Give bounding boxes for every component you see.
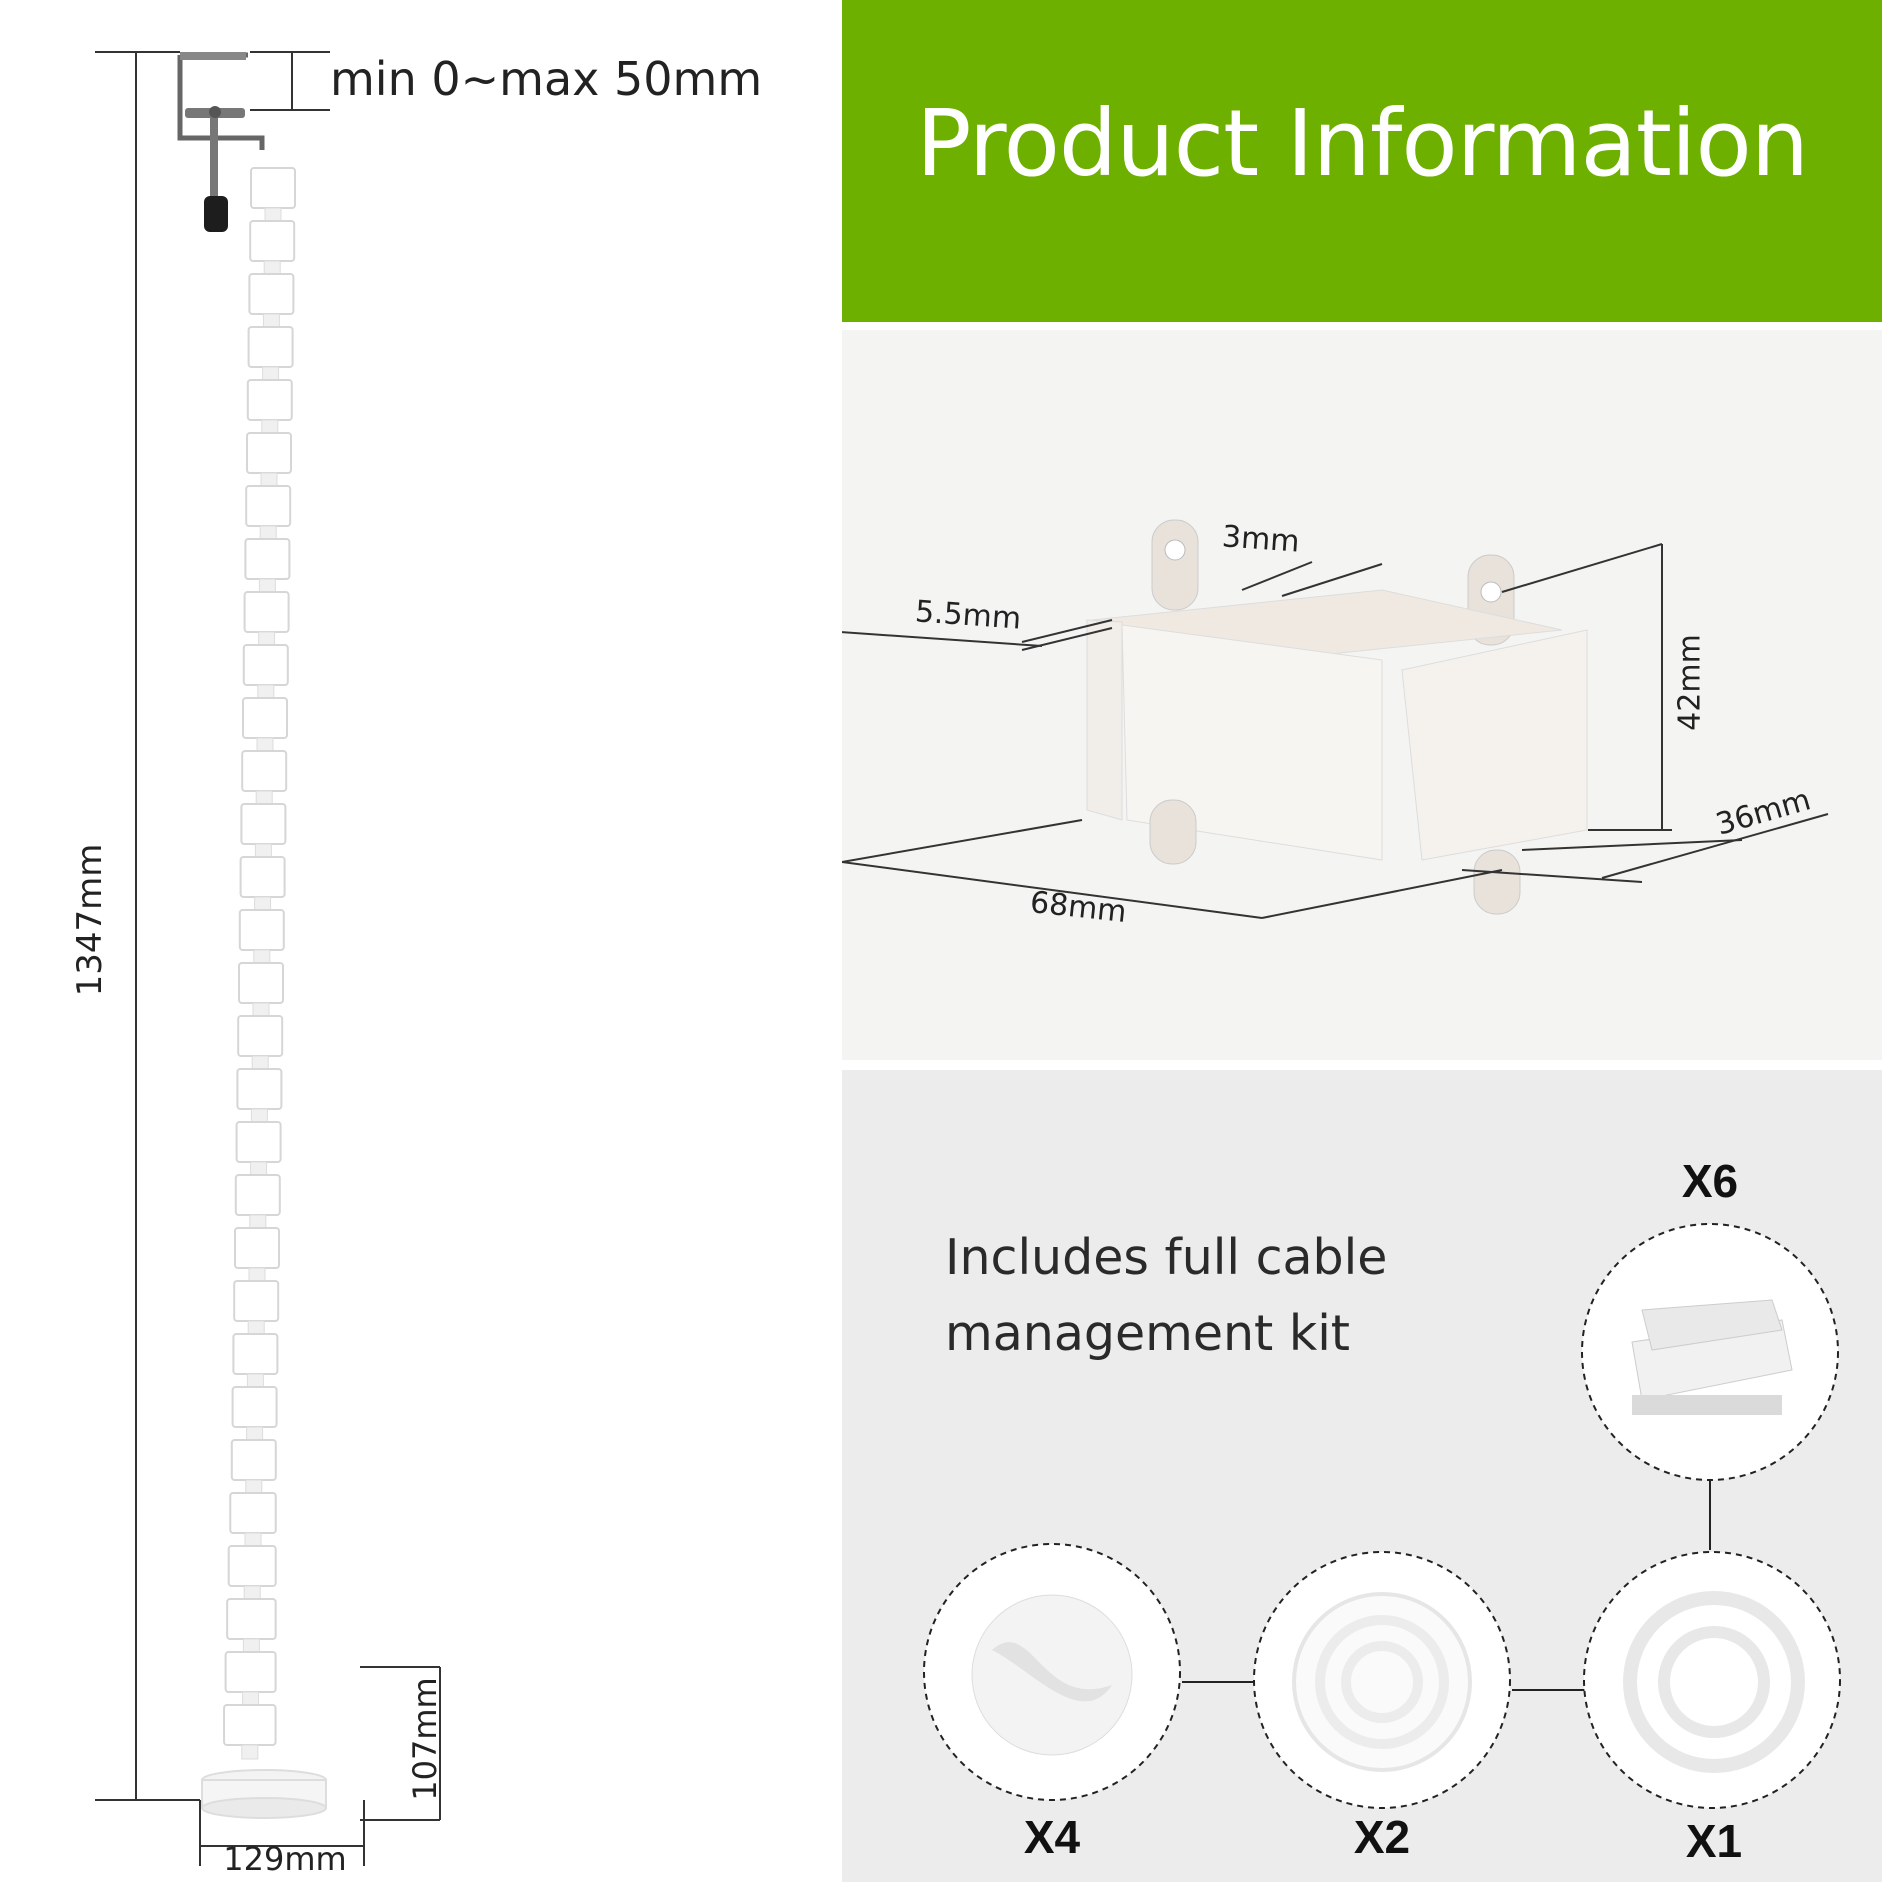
spine-segment xyxy=(232,1333,279,1375)
spine-joint xyxy=(250,1108,268,1124)
base-width-label: 129mm xyxy=(223,1840,347,1878)
kit-items-diagram xyxy=(923,1223,1841,1809)
spine-segment xyxy=(226,1598,277,1640)
clamp-range-label: min 0~max 50mm xyxy=(330,52,763,106)
vertebra-diagram xyxy=(842,519,1829,919)
quantity-holder: X4 xyxy=(1023,1811,1081,1863)
cable-clip-icon xyxy=(1581,1223,1839,1481)
spine-segment xyxy=(242,644,289,686)
spine-joint xyxy=(252,1002,270,1018)
page-title: Product Information xyxy=(915,90,1809,197)
spine-segment xyxy=(234,1227,280,1269)
spine-joint xyxy=(262,313,280,329)
spine-joint xyxy=(246,1373,264,1389)
spine-joint xyxy=(249,1214,267,1230)
spine-joint xyxy=(241,1744,259,1760)
spine-joint xyxy=(248,1267,266,1283)
spine-joint xyxy=(261,419,279,435)
spine-joint xyxy=(246,1426,264,1442)
spine-segment xyxy=(247,326,294,368)
spine-joint xyxy=(263,260,281,276)
spine-joint xyxy=(255,790,273,806)
cable-sleeve-icon xyxy=(1583,1551,1841,1809)
spine-joint xyxy=(262,366,280,382)
spine-joint xyxy=(244,1532,262,1548)
spine-segment xyxy=(231,1386,278,1428)
spine-segment xyxy=(236,1068,283,1110)
left-product-panel xyxy=(0,0,842,1882)
vertebra-piece-icon xyxy=(1086,519,1588,915)
quantity-sleeve: X1 xyxy=(1685,1815,1743,1867)
spine-segment xyxy=(224,1651,277,1693)
spine-segment xyxy=(249,220,296,262)
quantity-velcro: X2 xyxy=(1353,1811,1411,1863)
spine-segment xyxy=(248,273,295,315)
spine-segment xyxy=(246,432,292,474)
dimension-lines xyxy=(842,543,1829,919)
cable-holder-icon xyxy=(923,1543,1181,1801)
spine-segment xyxy=(246,379,293,421)
spine-segment xyxy=(229,1492,277,1534)
kit-description-line-1: Includes full cable xyxy=(945,1229,1388,1286)
spine-joint xyxy=(264,207,282,223)
thickness-top-label: 3mm xyxy=(1220,519,1301,560)
kit-description-line-2: management kit xyxy=(945,1305,1351,1362)
spine-segment xyxy=(233,1280,280,1322)
spine-segment xyxy=(227,1545,277,1587)
spine-joint xyxy=(250,1161,268,1177)
quantity-clip: X6 xyxy=(1681,1155,1739,1207)
base-height-label: 107mm xyxy=(406,1677,444,1801)
spine-segment xyxy=(223,1704,277,1746)
spine-segment xyxy=(237,1015,284,1057)
spine-segment xyxy=(241,750,288,792)
spine-joint xyxy=(260,472,278,488)
spine-segment xyxy=(250,167,296,209)
spine-vertebrae xyxy=(223,167,296,1760)
height-label: 42mm xyxy=(1672,634,1708,731)
spine-joint xyxy=(258,631,276,647)
spine-segment xyxy=(239,856,286,898)
spine-joint xyxy=(259,525,277,541)
spine-segment xyxy=(244,538,291,580)
total-height-label: 1347mm xyxy=(70,843,110,997)
spine-joint xyxy=(245,1479,263,1495)
spine-joint xyxy=(242,1638,260,1654)
kit-description: Includes full cable management kit xyxy=(945,1220,1505,1372)
velcro-strap-icon xyxy=(1253,1551,1511,1809)
spine-segment xyxy=(245,485,292,527)
spine-joint xyxy=(247,1320,265,1336)
spine-joint xyxy=(251,1055,269,1071)
spine-segment xyxy=(242,697,288,739)
spine-segment xyxy=(234,1174,281,1216)
cable-spine-diagram xyxy=(95,51,441,1866)
header-banner xyxy=(842,0,1882,322)
spine-segment xyxy=(240,803,287,845)
spine-segment xyxy=(238,909,285,951)
spine-joint xyxy=(256,737,274,753)
spine-joint xyxy=(254,896,272,912)
thickness-side-label: 5.5mm xyxy=(913,594,1023,637)
spine-joint xyxy=(258,578,276,594)
spine-joint xyxy=(242,1691,260,1707)
spine-joint xyxy=(254,843,272,859)
weighted-base-icon xyxy=(201,1769,327,1819)
spine-segment xyxy=(235,1121,282,1163)
spine-joint xyxy=(253,949,271,965)
desk-clamp-icon xyxy=(177,52,265,232)
spine-joint xyxy=(257,684,275,700)
spine-segment xyxy=(238,962,284,1004)
spine-segment xyxy=(243,591,290,633)
spine-joint xyxy=(243,1585,261,1601)
spine-segment xyxy=(230,1439,277,1481)
